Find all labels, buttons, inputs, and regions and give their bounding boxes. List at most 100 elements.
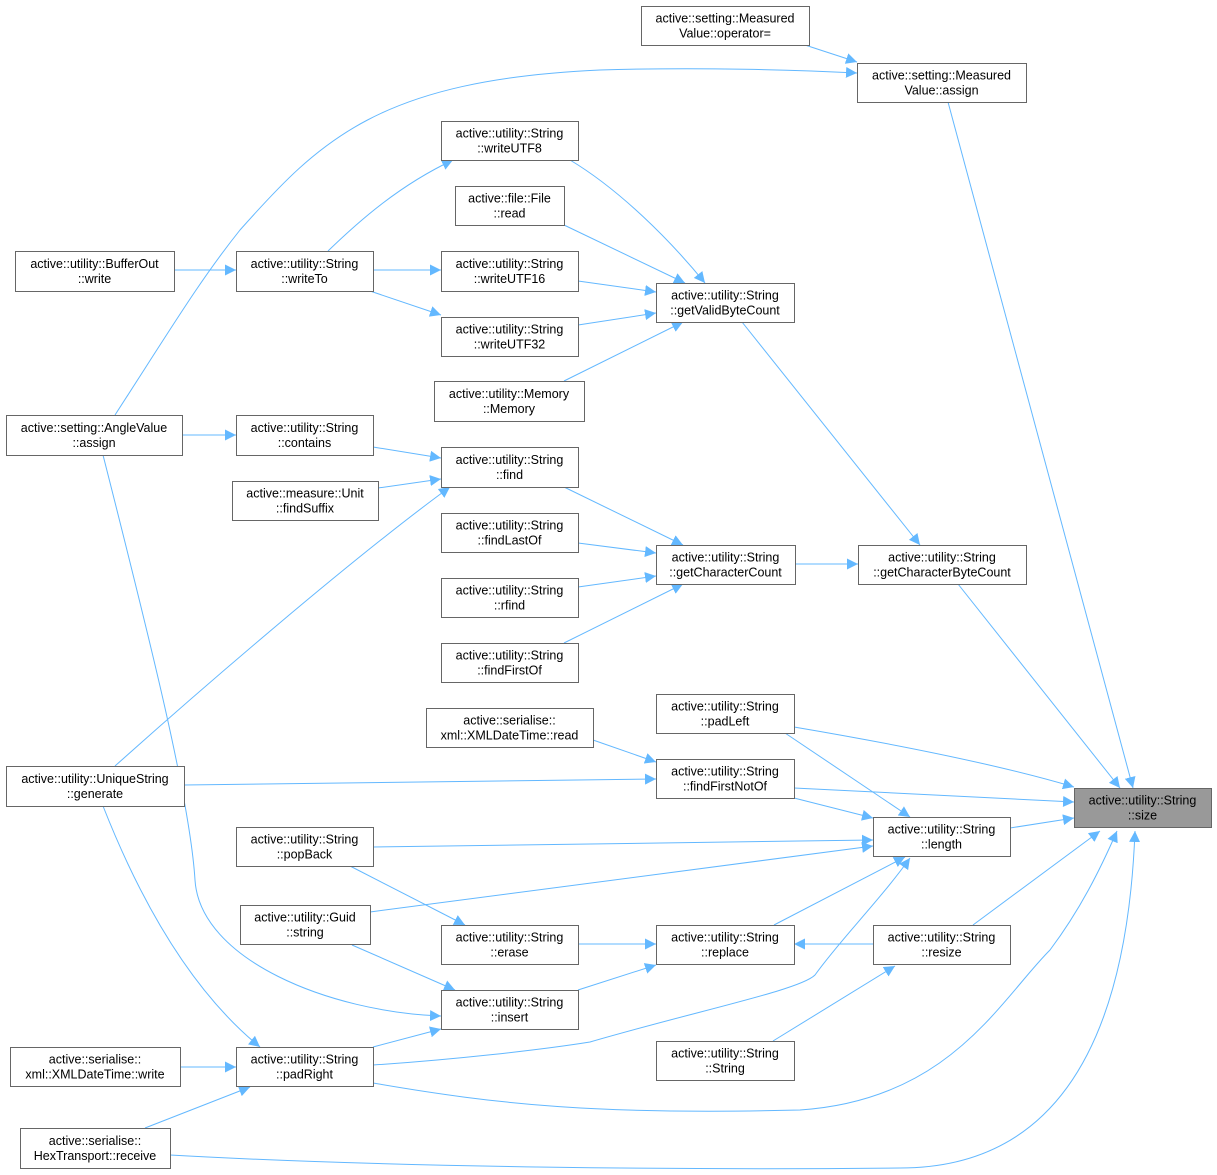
edge-length-to-size [1009, 814, 1075, 829]
node-writeTo[interactable]: active::utility::String::writeTo [236, 251, 374, 292]
node-label-line: ::insert [491, 1011, 529, 1025]
edge-findFirstOf-to-gCC [563, 583, 684, 644]
node-label-line: ::erase [490, 946, 528, 960]
node-hex_receive[interactable]: active::serialise::HexTransport::receive [20, 1128, 171, 1169]
node-memory[interactable]: active::utility::Memory::Memory [434, 381, 585, 422]
node-angle_assign[interactable]: active::setting::AngleValue::assign [6, 415, 183, 456]
node-bufout_write[interactable]: active::utility::BufferOut::write [15, 251, 175, 292]
node-label-line: ::string [286, 926, 324, 940]
node-fFNO[interactable]: active::utility::String::findFirstNotOf [656, 759, 795, 799]
node-label-line: active::utility::BufferOut [30, 257, 159, 271]
node-box [441, 251, 579, 292]
node-box [1074, 788, 1212, 828]
node-guid_string[interactable]: active::utility::Guid::string [240, 905, 371, 945]
node-xml_read[interactable]: active::serialise::xml::XMLDateTime::rea… [426, 708, 594, 748]
node-box [656, 694, 795, 734]
node-label-line: ::findFirstOf [477, 664, 542, 678]
node-box [441, 643, 579, 683]
node-label-line: active::utility::String [456, 649, 564, 663]
node-box [236, 415, 374, 456]
node-resize[interactable]: active::utility::String::resize [873, 925, 1011, 965]
node-replace[interactable]: active::utility::String::replace [656, 925, 795, 965]
node-label-line: ::write [78, 272, 111, 286]
node-label-line: ::size [1128, 809, 1157, 823]
node-label-line: ::length [921, 838, 962, 852]
node-insert[interactable]: active::utility::String::insert [441, 990, 579, 1030]
node-erase[interactable]: active::utility::String::erase [441, 925, 579, 965]
node-label-line: ::resize [921, 946, 961, 960]
node-writeUTF32[interactable]: active::utility::String::writeUTF32 [441, 317, 579, 357]
node-box [641, 6, 810, 46]
node-box [873, 817, 1011, 857]
node-label-line: ::getValidByteCount [670, 304, 780, 318]
node-label-line: active::utility::String [251, 257, 359, 271]
edge-guid_string-to-length [369, 841, 874, 913]
node-padRight[interactable]: active::utility::String::padRight [236, 1047, 374, 1087]
edge-angle_assign-to-mv_assign [114, 66, 858, 416]
node-box [441, 121, 579, 161]
node-padLeft[interactable]: active::utility::String::padLeft [656, 694, 795, 734]
edge-xml_read-to-fFNO [592, 739, 657, 764]
node-unique_generate[interactable]: active::utility::UniqueString::generate [6, 766, 185, 807]
node-label-line: active::utility::String [888, 931, 996, 945]
node-label-line: active::setting::Measured [656, 12, 795, 26]
node-file_read[interactable]: active::file::File::read [455, 186, 565, 226]
node-label-line: xml::XMLDateTime::read [441, 729, 579, 743]
node-find[interactable]: active::utility::String::find [441, 447, 579, 488]
node-box [441, 447, 579, 488]
node-writeUTF16[interactable]: active::utility::String::writeUTF16 [441, 251, 579, 292]
node-label-line: active::utility::String [251, 421, 359, 435]
edge-padRight-to-length [372, 857, 911, 1066]
node-label-line: ::assign [72, 436, 115, 450]
node-gVBC[interactable]: active::utility::String::getValidByteCou… [656, 283, 795, 323]
node-box [236, 1047, 374, 1087]
node-label-line: active::utility::String [456, 257, 564, 271]
node-contains[interactable]: active::utility::String::contains [236, 415, 374, 456]
node-writeUTF8[interactable]: active::utility::String::writeUTF8 [441, 121, 579, 161]
node-box [6, 766, 185, 807]
node-label-line: active::utility::String [671, 289, 779, 303]
node-label-line: active::utility::String [671, 765, 779, 779]
node-label-line: ::getCharacterByteCount [873, 566, 1011, 580]
node-label-line: ::Memory [483, 402, 536, 416]
node-findFirstOf[interactable]: active::utility::String::findFirstOf [441, 643, 579, 683]
node-gCC[interactable]: active::utility::String::getCharacterCou… [656, 545, 796, 585]
node-length[interactable]: active::utility::String::length [873, 817, 1011, 857]
node-gCBC[interactable]: active::utility::String::getCharacterByt… [858, 545, 1027, 585]
node-rfind[interactable]: active::utility::String::rfind [441, 578, 579, 618]
node-label-line: active::utility::String [671, 1047, 779, 1061]
node-label-line: active::utility::String [456, 996, 564, 1010]
node-label-line: active::utility::String [671, 931, 779, 945]
node-xml_write[interactable]: active::serialise::xml::XMLDateTime::wri… [10, 1047, 181, 1087]
node-label-line: active::utility::String [456, 453, 564, 467]
node-box [434, 381, 585, 422]
node-box [455, 186, 565, 226]
node-label-line: active::utility::String [456, 584, 564, 598]
node-label-line: ::findLastOf [478, 534, 542, 548]
node-label-line: ::padRight [276, 1068, 334, 1082]
edge-unique_generate-to-find [114, 486, 451, 767]
node-box [232, 481, 379, 521]
edge-padRight-to-insert [372, 1026, 442, 1048]
node-popBack[interactable]: active::utility::String::popBack [236, 827, 374, 867]
node-string_ctor[interactable]: active::utility::String::String [656, 1041, 795, 1081]
node-box [441, 513, 579, 553]
edge-find-to-gCC [563, 486, 684, 546]
node-box [236, 251, 374, 292]
edge-mv_op-to-mv_assign [804, 44, 858, 64]
node-findLastOf[interactable]: active::utility::String::findLastOf [441, 513, 579, 553]
edge-file_read-to-gVBC [563, 224, 686, 284]
node-findSuffix[interactable]: active::measure::Unit::findSuffix [232, 481, 379, 521]
node-label-line: ::writeUTF32 [474, 338, 546, 352]
node-size[interactable]: active::utility::String::size [1074, 788, 1212, 828]
node-label-line: ::findFirstNotOf [683, 780, 768, 794]
node-label-line: ::String [705, 1062, 745, 1076]
node-box [656, 759, 795, 799]
edge-writeUTF16-to-gVBC [577, 280, 657, 296]
edge-guid_string-to-insert [351, 944, 456, 991]
node-mv_op[interactable]: active::setting::MeasuredValue::operator… [641, 6, 810, 46]
node-label-line: active::utility::String [456, 127, 564, 141]
node-label-line: Value::operator= [679, 27, 771, 41]
